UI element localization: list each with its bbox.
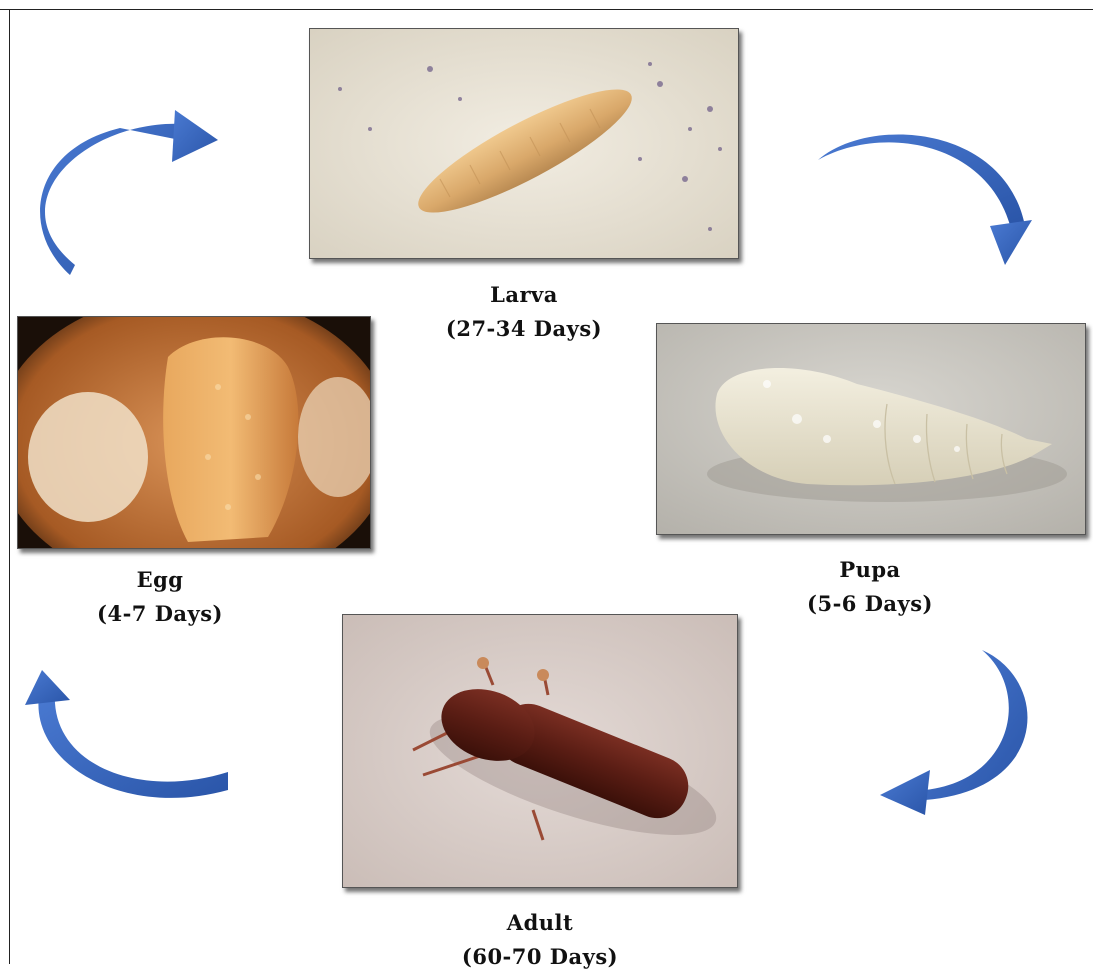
curved-arrow-icon	[880, 650, 1027, 815]
curved-arrow-icon	[818, 134, 1032, 265]
curved-arrow-icon	[25, 670, 228, 798]
curved-arrow-icon	[40, 110, 218, 275]
